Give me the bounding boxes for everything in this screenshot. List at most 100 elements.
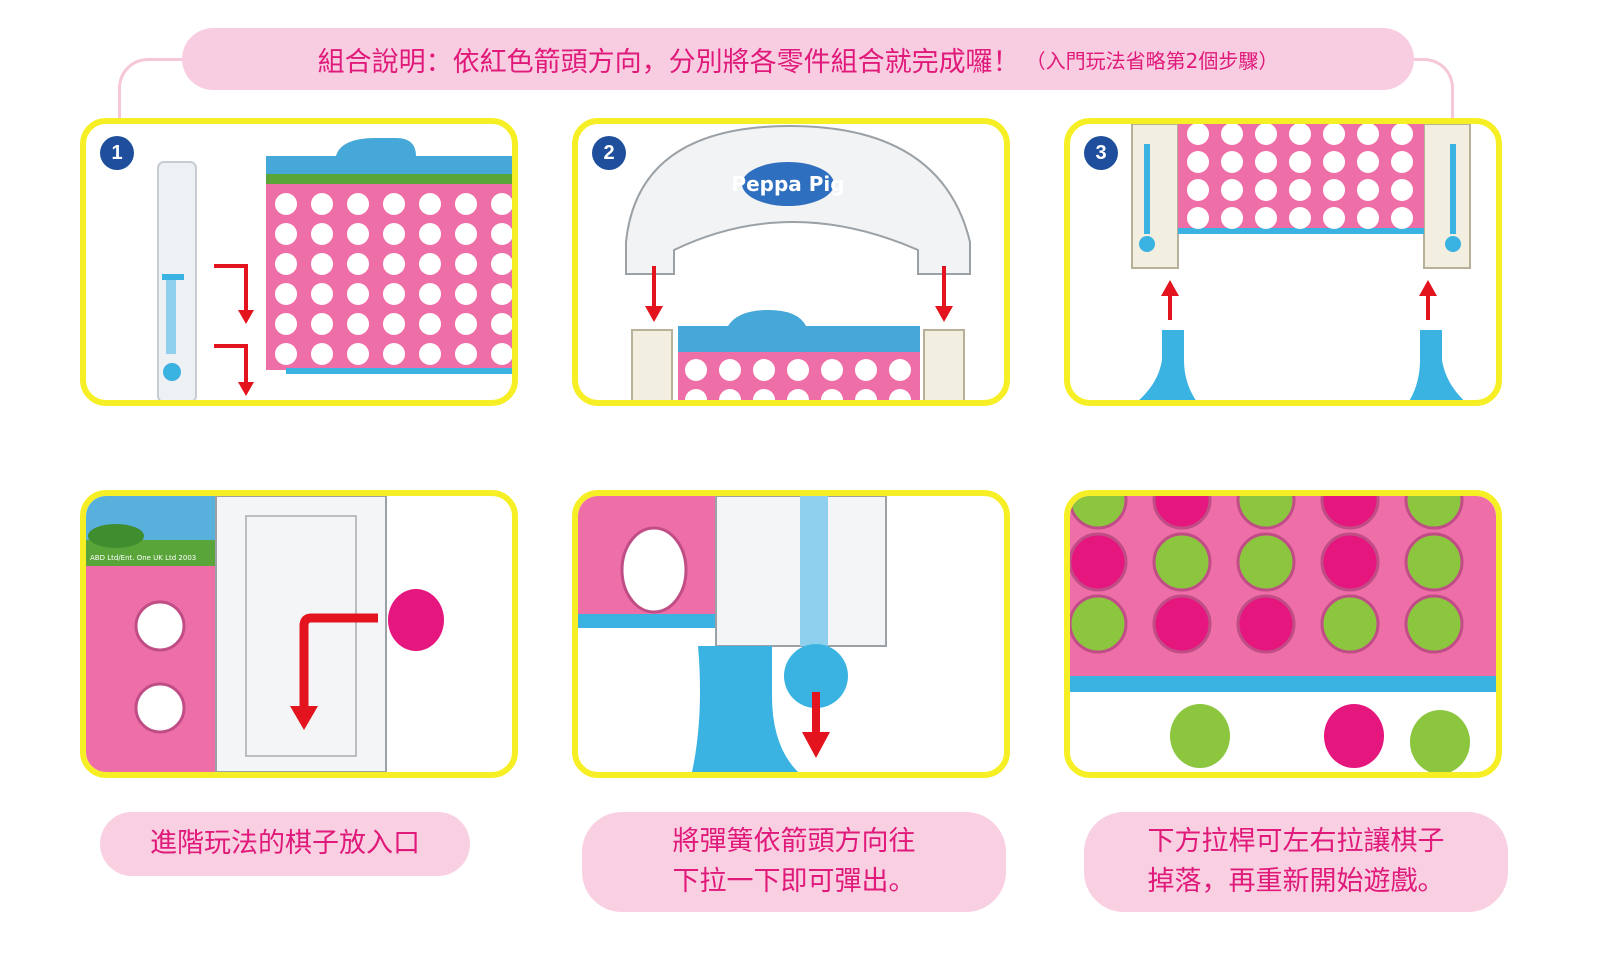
board-hole bbox=[275, 193, 297, 215]
board-hole bbox=[455, 343, 477, 365]
caption-3-line-1: 下方拉桿可左右拉讓棋子 bbox=[1147, 826, 1445, 857]
board-hole bbox=[1391, 207, 1413, 229]
board-hole bbox=[719, 359, 741, 381]
board-hole bbox=[1357, 151, 1379, 173]
board-hole bbox=[821, 389, 843, 400]
board-hole bbox=[275, 313, 297, 335]
board-hole bbox=[311, 313, 333, 335]
step-2-illustration: Peppa Pig bbox=[625, 124, 971, 400]
board-disc bbox=[1070, 496, 1128, 530]
board-hole bbox=[419, 283, 441, 305]
board-hole bbox=[491, 223, 512, 245]
release-knob bbox=[784, 644, 848, 708]
board-hole bbox=[1221, 151, 1243, 173]
copyright-text: ABD Ltd/Ent. One UK Ltd 2003 bbox=[90, 554, 196, 562]
caption-1-line-1: 進階玩法的棋子放入口 bbox=[150, 828, 420, 859]
board-hole bbox=[275, 283, 297, 305]
board-hole bbox=[383, 223, 405, 245]
board-hole bbox=[1221, 179, 1243, 201]
board-hole bbox=[1187, 207, 1209, 229]
left-leg bbox=[631, 329, 673, 400]
board-disc bbox=[1070, 594, 1128, 654]
board-hole bbox=[753, 359, 775, 381]
clear-side-leg bbox=[157, 161, 197, 400]
board-hole bbox=[455, 223, 477, 245]
leg-channel bbox=[245, 515, 357, 757]
board-top-banner bbox=[678, 310, 920, 352]
board-hole bbox=[1187, 124, 1209, 145]
board-hole bbox=[1357, 124, 1379, 145]
arrow-right-head bbox=[935, 306, 953, 322]
board-top-banner bbox=[266, 138, 512, 184]
step-2-badge: 2 bbox=[592, 136, 626, 170]
step-3-badge: 3 bbox=[1084, 136, 1118, 170]
board-hole bbox=[787, 359, 809, 381]
left-knob bbox=[1139, 236, 1155, 252]
board-hole bbox=[787, 389, 809, 400]
caption-3-line-2: 掉落，再重新開始遊戲。 bbox=[1147, 866, 1445, 897]
arrow-up-right-head bbox=[1419, 280, 1437, 296]
step-1-badge: 1 bbox=[100, 136, 134, 170]
board-hole bbox=[419, 343, 441, 365]
board-hole bbox=[347, 223, 369, 245]
board-hole bbox=[1323, 124, 1345, 145]
pull-down-arrow-head bbox=[802, 732, 830, 758]
board-hole bbox=[1255, 179, 1277, 201]
arrow-1 bbox=[214, 264, 248, 314]
board-hole bbox=[1391, 124, 1413, 145]
blue-stand bbox=[692, 646, 798, 772]
board-disc bbox=[1320, 496, 1380, 530]
board-hole bbox=[1357, 179, 1379, 201]
board-hole bbox=[311, 343, 333, 365]
falling-green-disc bbox=[1170, 704, 1230, 768]
board-hole bbox=[347, 283, 369, 305]
board-hole bbox=[889, 389, 911, 400]
step-3-panel: 3 bbox=[1064, 118, 1502, 406]
board-hole bbox=[1255, 124, 1277, 145]
board-hole bbox=[347, 193, 369, 215]
board-hole bbox=[491, 193, 512, 215]
board-disc bbox=[1404, 532, 1464, 592]
board-hole bbox=[719, 389, 741, 400]
board-hole bbox=[419, 193, 441, 215]
detail-piece-entry-panel: ABD Ltd/Ent. One UK Ltd 2003 bbox=[80, 490, 518, 778]
spring bbox=[166, 274, 176, 354]
caption-2-line-2: 下拉一下即可彈出。 bbox=[672, 866, 916, 897]
board-hole bbox=[455, 253, 477, 275]
board-hole bbox=[311, 253, 333, 275]
board-hole bbox=[419, 313, 441, 335]
board-hole bbox=[1391, 151, 1413, 173]
board-hole bbox=[383, 313, 405, 335]
board-hole bbox=[419, 253, 441, 275]
board-hole bbox=[383, 193, 405, 215]
spring-top bbox=[162, 274, 184, 280]
right-spring bbox=[1450, 144, 1456, 234]
board-holes bbox=[1187, 124, 1413, 229]
board-hole bbox=[1187, 151, 1209, 173]
magenta-disc bbox=[388, 589, 444, 651]
detail-piece-entry-illustration: ABD Ltd/Ent. One UK Ltd 2003 bbox=[86, 496, 444, 772]
board-hole bbox=[1323, 207, 1345, 229]
left-stand bbox=[1139, 330, 1196, 400]
drop-arrow-head bbox=[290, 706, 318, 730]
header-title: 組合說明：依紅色箭頭方向，分別將各零件組合就完成囉！ bbox=[317, 46, 1020, 78]
caption-advanced-entry: 進階玩法的棋子放入口 bbox=[100, 812, 470, 876]
step-1-illustration bbox=[157, 138, 512, 400]
arrow-left-head bbox=[645, 306, 663, 322]
board-hole bbox=[855, 389, 877, 400]
right-leg bbox=[923, 329, 965, 400]
header-note: （入門玩法省略第2個步驟） bbox=[1025, 48, 1279, 73]
left-spring bbox=[1144, 144, 1150, 234]
board-hole bbox=[855, 359, 877, 381]
board-disc bbox=[1320, 594, 1380, 654]
board-hole bbox=[455, 313, 477, 335]
drop-arrow bbox=[299, 613, 378, 711]
board-hole bbox=[1289, 151, 1311, 173]
board-hole bbox=[620, 526, 688, 614]
board-hole bbox=[889, 359, 911, 381]
board-hole bbox=[753, 389, 775, 400]
board-hole bbox=[491, 283, 512, 305]
board-hole bbox=[347, 253, 369, 275]
assembly-instructions-header: 組合說明：依紅色箭頭方向，分別將各零件組合就完成囉！ （入門玩法省略第2個步驟） bbox=[182, 28, 1414, 90]
board-holes bbox=[685, 359, 911, 400]
